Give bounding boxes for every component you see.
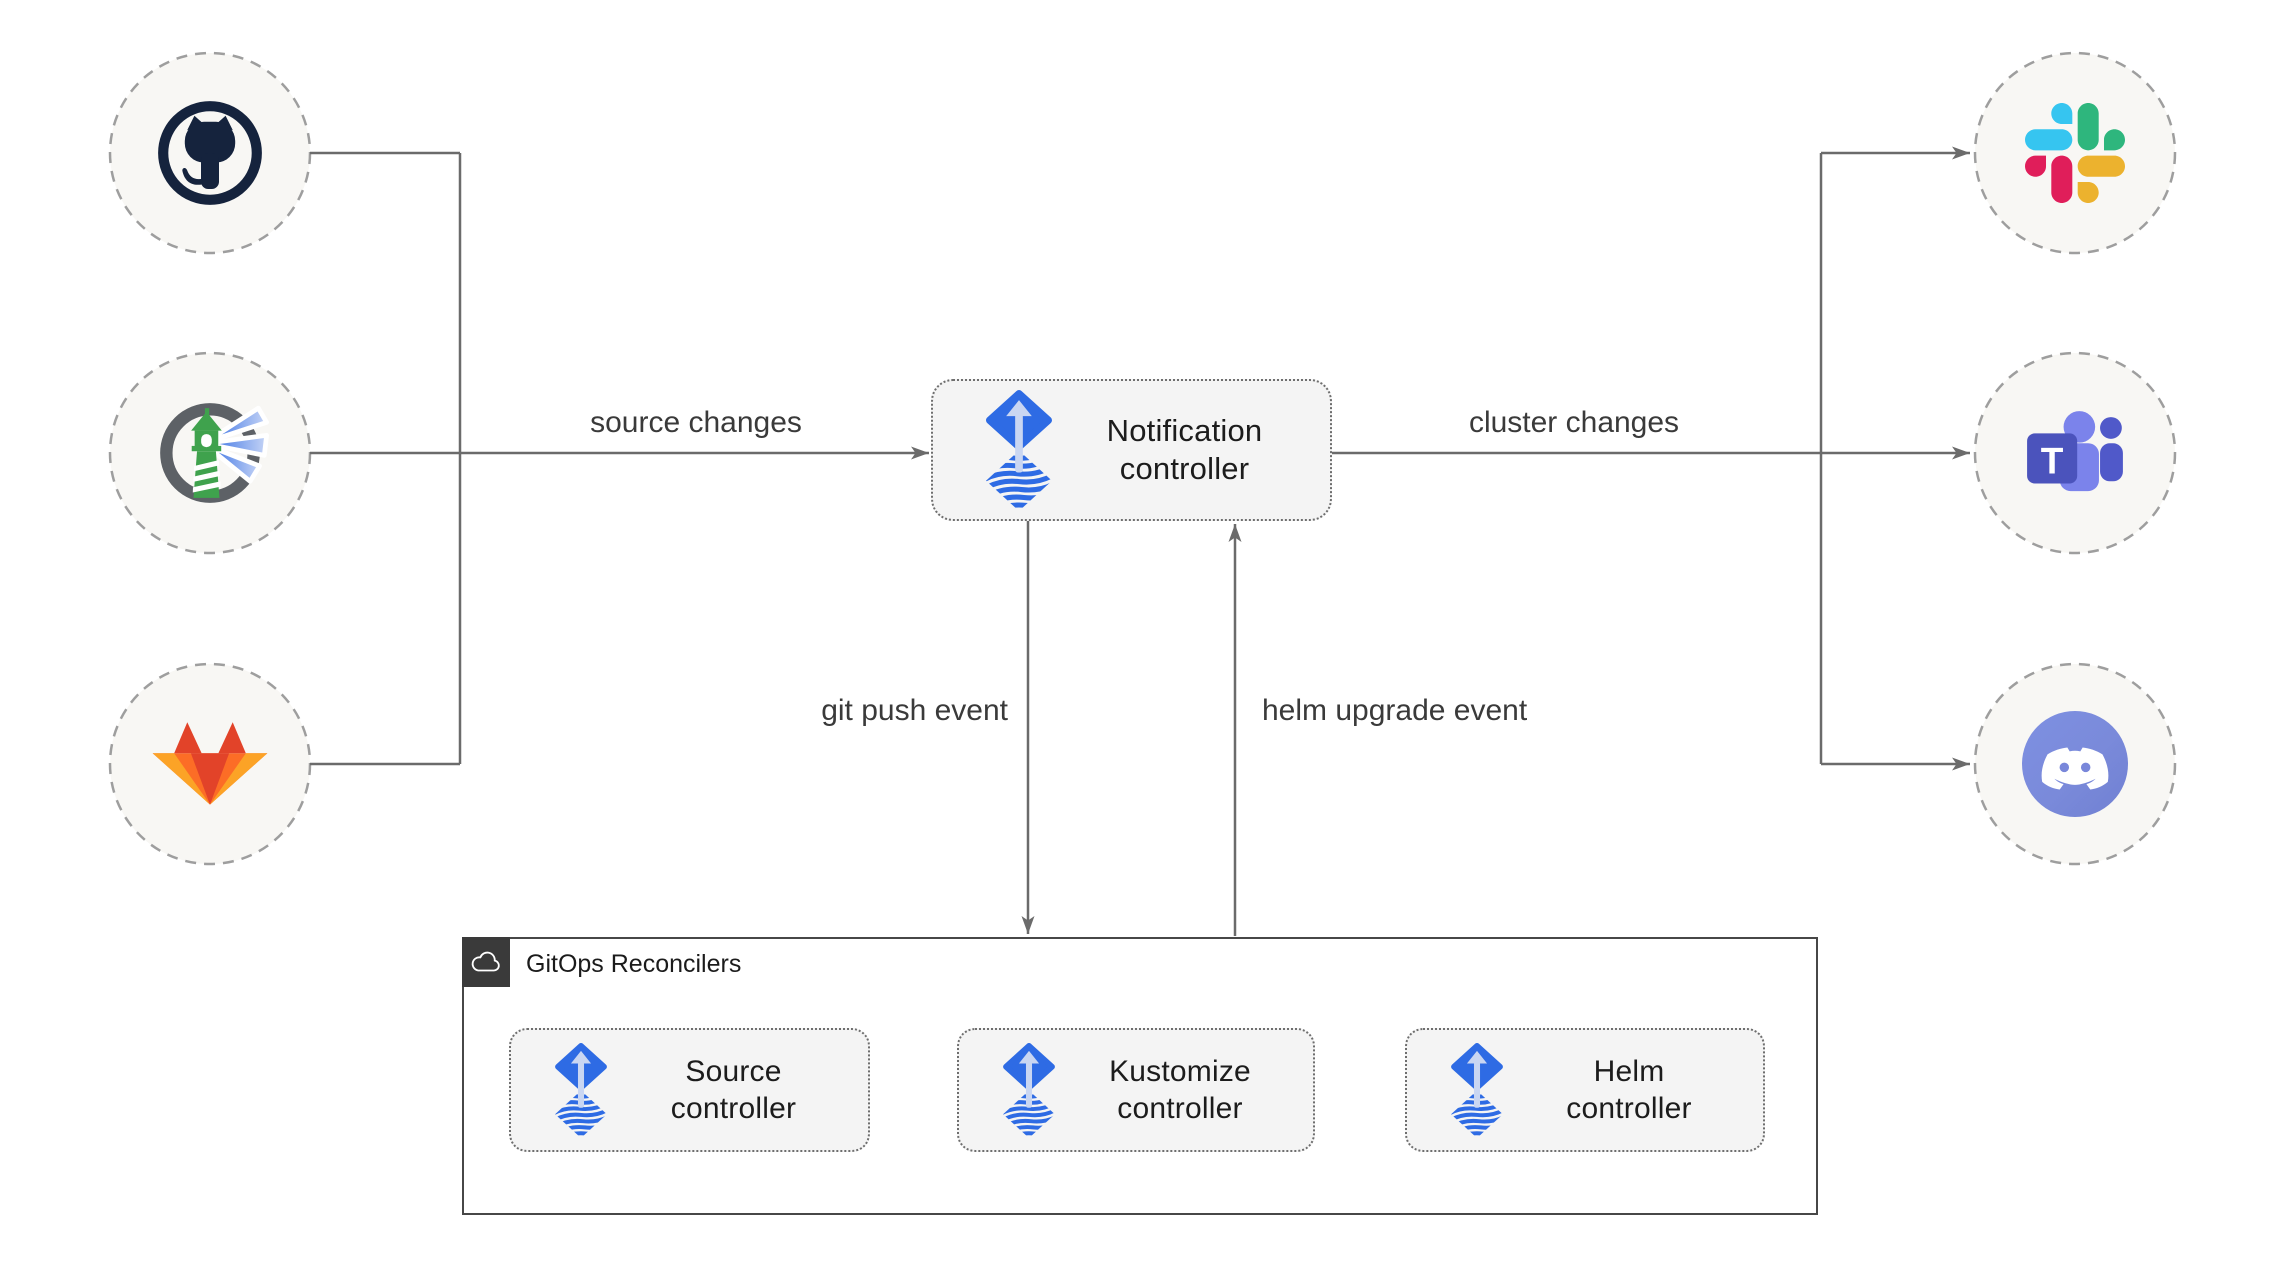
discord-node xyxy=(2022,711,2128,817)
helm-upgrade-event-label: helm upgrade event xyxy=(1262,694,1528,727)
flux-icon xyxy=(1003,1042,1055,1138)
source-changes-label: source changes xyxy=(590,406,802,439)
teams-node: T xyxy=(2019,404,2131,502)
github-icon xyxy=(158,101,262,205)
teams-icon: T xyxy=(2027,411,2123,492)
harbor-node xyxy=(151,394,269,512)
helm-controller-label: Helm controller xyxy=(1566,1055,1692,1125)
harbor-icon xyxy=(160,403,269,503)
notification-controller-node: Notification controller xyxy=(931,379,1332,521)
teams-t-letter: T xyxy=(2041,440,2064,482)
kustomize-controller-label: Kustomize controller xyxy=(1109,1055,1251,1125)
flux-icon xyxy=(1451,1042,1503,1138)
source-controller-node: Source controller xyxy=(509,1028,870,1152)
gitlab-icon xyxy=(152,722,268,805)
helm-controller-node: Helm controller xyxy=(1405,1028,1765,1152)
gitops-reconcilers-group: GitOps Reconcilers Source controller xyxy=(461,936,1818,1215)
git-push-event-label: git push event xyxy=(821,694,1008,727)
notification-controller-label: Notification controller xyxy=(1106,413,1263,486)
flux-icon xyxy=(555,1042,607,1138)
gitlab-node xyxy=(150,721,270,807)
source-controller-label: Source controller xyxy=(670,1055,797,1125)
slack-node-circle xyxy=(1973,51,2177,255)
github-node xyxy=(150,93,270,213)
group-badge xyxy=(461,936,510,987)
discord-icon xyxy=(2022,711,2128,817)
kustomize-controller-node: Kustomize controller xyxy=(957,1028,1315,1152)
gitops-reconcilers-title: GitOps Reconcilers xyxy=(526,950,742,978)
slack-icon xyxy=(2025,103,2125,203)
cluster-changes-label: cluster changes xyxy=(1468,406,1680,439)
cloud-icon xyxy=(471,951,500,971)
slack-node xyxy=(2025,103,2125,203)
flux-icon xyxy=(986,389,1052,511)
